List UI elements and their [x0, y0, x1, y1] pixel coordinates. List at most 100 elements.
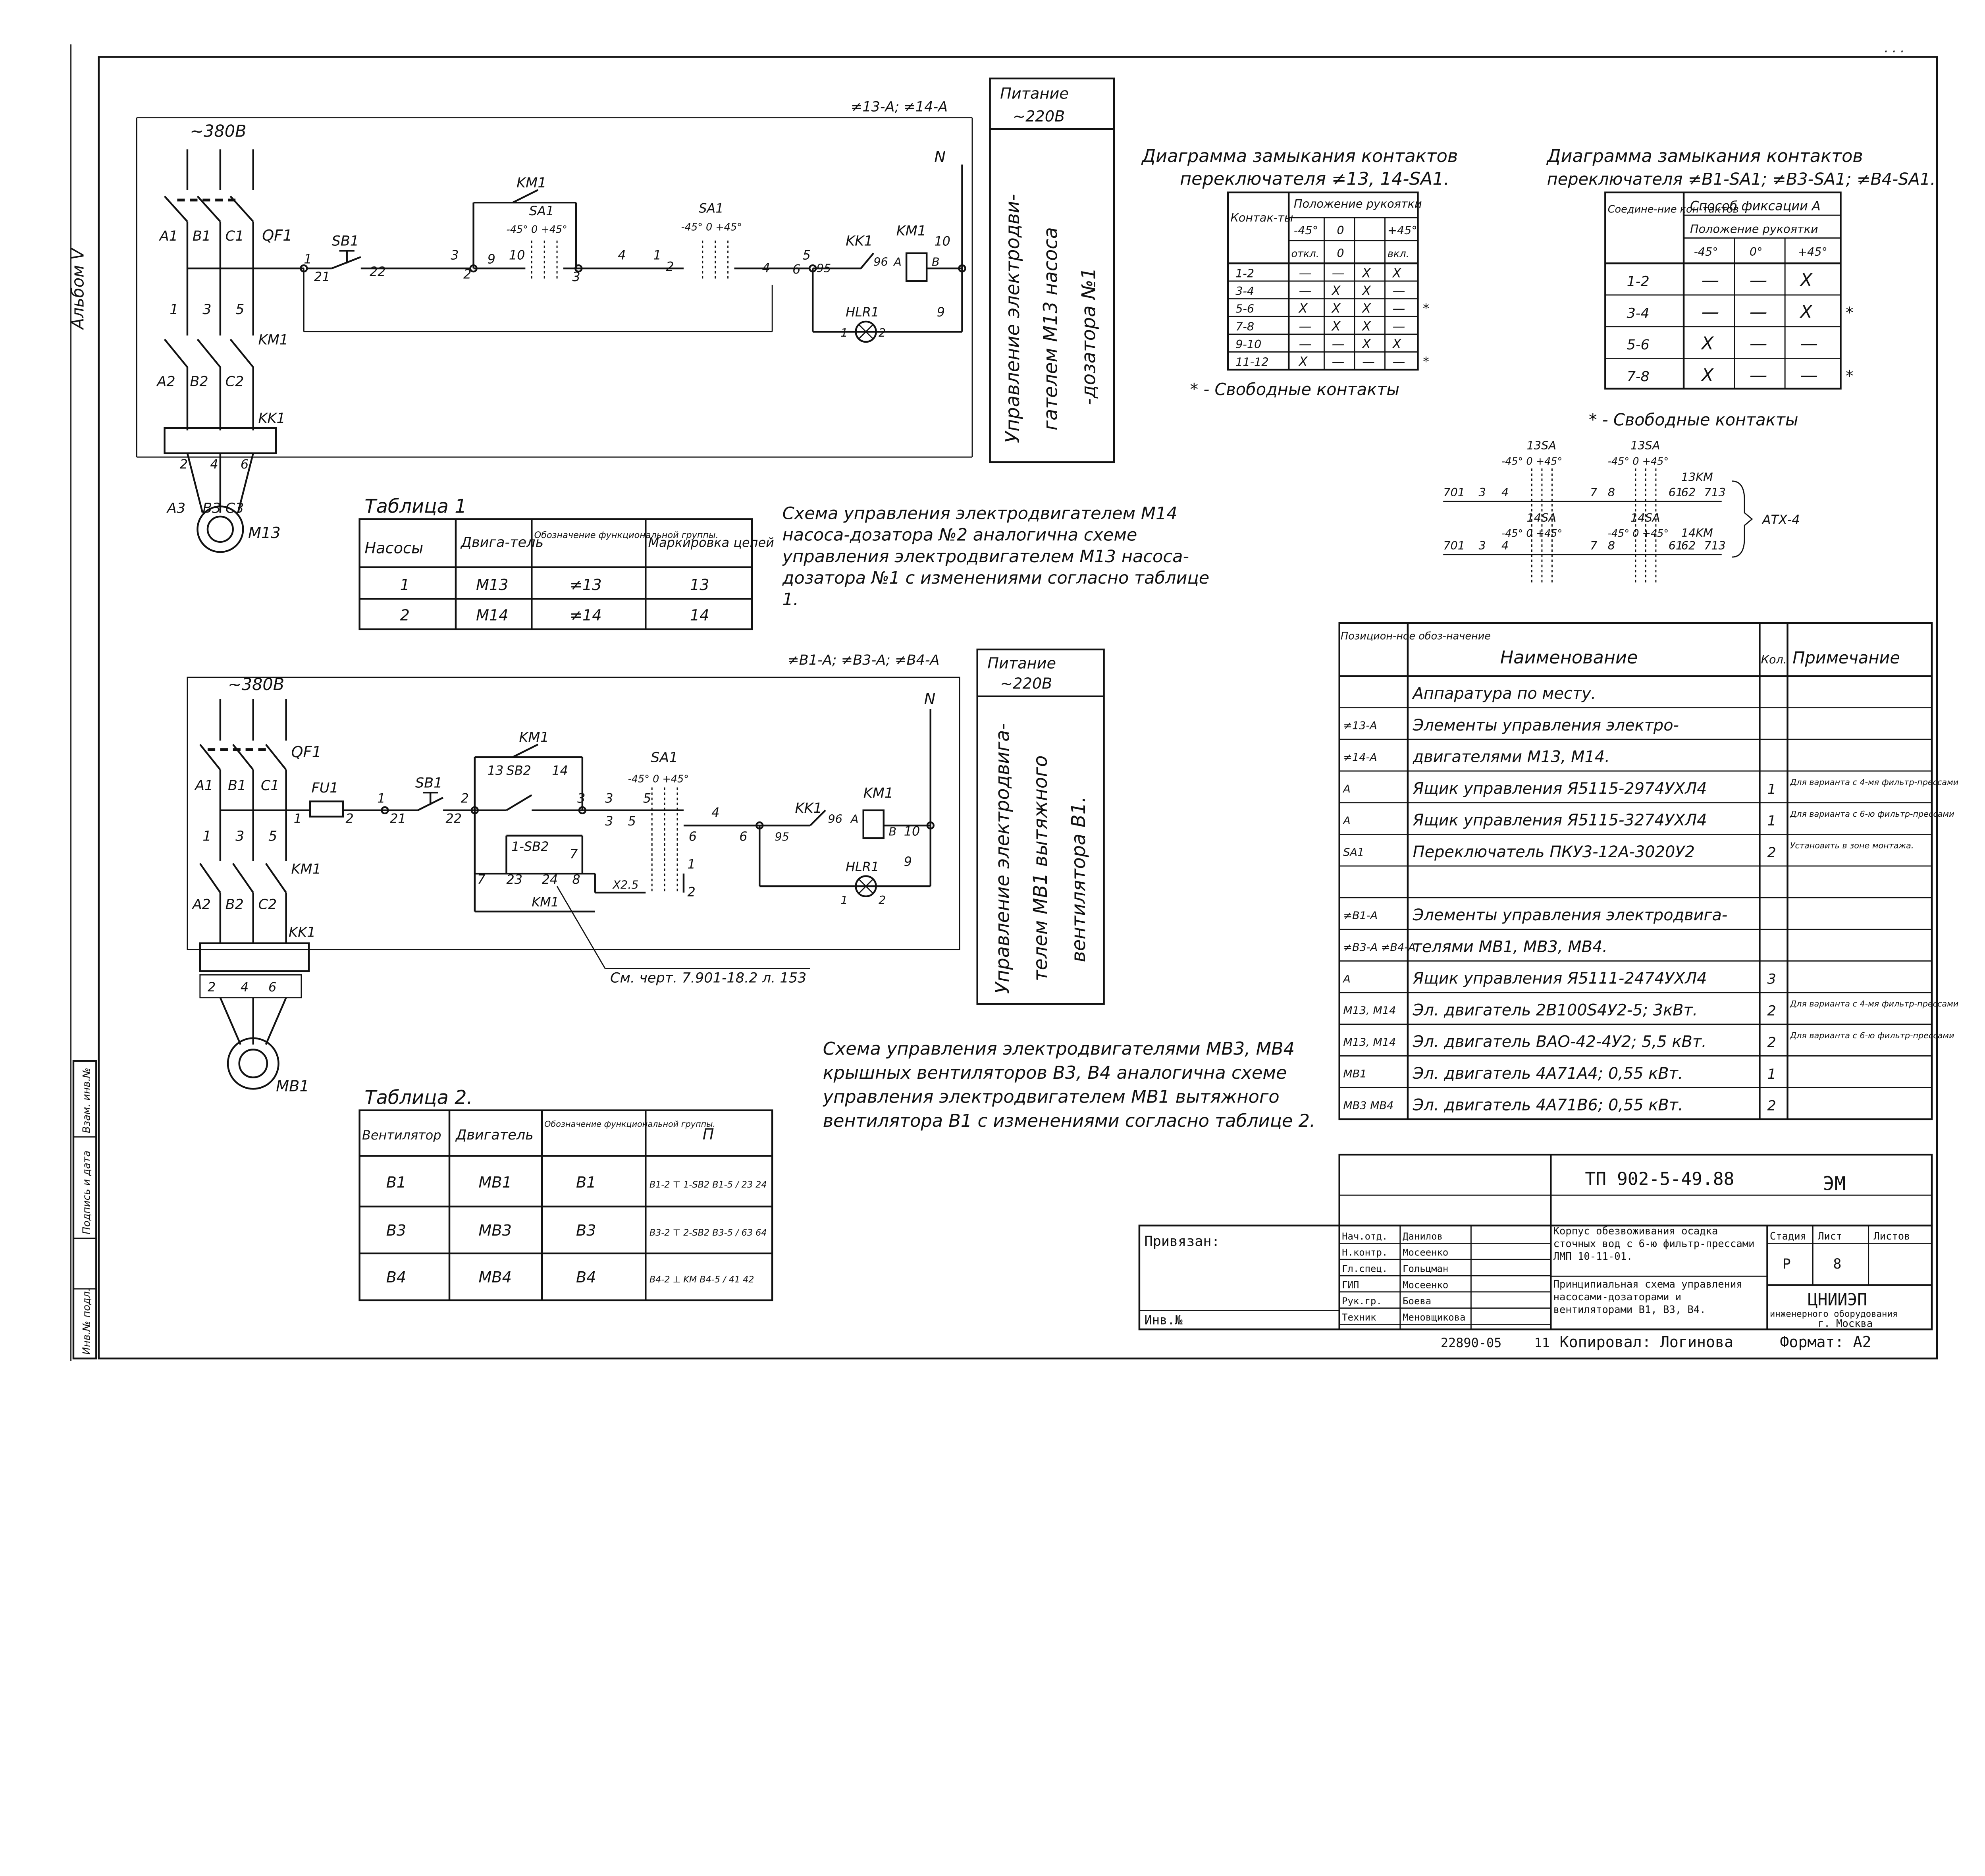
s2-c2: C2 — [258, 897, 277, 913]
atx-r1-8: -45° 0 +45° — [1608, 455, 1669, 467]
s2-n21: 21 — [390, 811, 406, 826]
tb-org-1: ЦНИИЭП — [1808, 1290, 1867, 1309]
d1-contact: 9-10 — [1235, 337, 1261, 351]
t2-r0c3: B1-2 ⊤ 1-SB2 B1-5 / 23 24 — [649, 1180, 767, 1190]
tb-name: Данилов — [1403, 1231, 1443, 1242]
d2-h2: Положение рукоятки — [1690, 222, 1818, 236]
atx-r2-0: 701 — [1443, 539, 1465, 552]
scheme1-side-2: гателем М13 насоса — [1040, 227, 1062, 430]
d2-h3: -45° — [1694, 245, 1718, 258]
t1-h3: Маркировка цепей — [648, 535, 774, 550]
album-label: Альбом V — [68, 247, 87, 330]
s1-motor-icon — [197, 505, 244, 553]
s2-lamp-icon — [855, 875, 877, 897]
spec-qty: 1 — [1767, 813, 1776, 829]
t2-r1c2: В3 — [576, 1222, 596, 1240]
s2-c1: C1 — [261, 777, 279, 794]
s1-km1a: KM1 — [516, 175, 547, 191]
d2-h0: Соедине-ние кон-тактов — [1608, 204, 1739, 216]
tb-org-2: инженерного оборудования — [1770, 1309, 1898, 1319]
d2-cell: X — [1701, 333, 1714, 354]
s2-n6: 6 — [689, 829, 697, 844]
atx-r2-10: 14KM — [1681, 526, 1713, 540]
spec-h1: Наименование — [1500, 647, 1638, 668]
s1-nb: B — [932, 255, 940, 269]
s1-n5: 5 — [803, 248, 811, 263]
tb-name: Гольцман — [1403, 1263, 1448, 1274]
s1-t5: 5 — [235, 301, 244, 318]
s2-sb2: SB2 — [507, 763, 531, 778]
d1-cell: — — [1393, 318, 1405, 334]
note-2: Схема управления электродвигателями МВ3,… — [823, 1039, 1316, 1132]
t2-r1c3: B3-2 ⊤ 2-SB2 B3-5 / 63 64 — [649, 1228, 767, 1238]
atx-r2-9: 61 — [1669, 539, 1683, 552]
scheme1-ref: ≠13-А; ≠14-А — [851, 99, 948, 115]
s1-n96: 96 — [873, 255, 888, 269]
atx-label: АТХ-4 — [1761, 512, 1800, 527]
s1-motor: M13 — [248, 524, 281, 542]
atx-r1-11: 62 — [1681, 486, 1696, 499]
s2-n1c: 1 — [688, 857, 696, 872]
s1-c1: C1 — [225, 228, 244, 244]
d1-cell: — — [1332, 354, 1345, 369]
tb-role: Нач.отд. — [1342, 1231, 1388, 1242]
t2-r1c0: В3 — [386, 1222, 407, 1240]
spec-qty: 2 — [1767, 1034, 1776, 1051]
contact-diagram-1: Диаграмма замыкания контактов переключат… — [1141, 146, 1458, 399]
s2-n3c: 3 — [605, 814, 613, 829]
d1-cell: X — [1361, 283, 1371, 298]
s2-sb1: SB1 — [415, 775, 443, 791]
spec-name: телями МВ1, МВ3, МВ4. — [1413, 938, 1607, 956]
s2-ref-note: См. черт. 7.901-18.2 л. 153 — [610, 970, 806, 986]
d1-h0: Контак-ты — [1230, 211, 1293, 224]
s1-hl-1: 1 — [840, 326, 848, 339]
s2-b-t4: 4 — [241, 979, 249, 995]
scheme1-side-1: Управление электродви- — [1002, 194, 1024, 443]
d1-cell: X — [1361, 336, 1371, 351]
spec-qty: 2 — [1767, 844, 1776, 861]
d1-cell: X — [1331, 318, 1341, 334]
s2-t5: 5 — [268, 828, 277, 844]
scheme2-ref: ≠B1-А; ≠B3-А; ≠B4-А — [787, 652, 939, 668]
spec-pos: А — [1342, 783, 1351, 795]
spec-name: Элементы управления электродвига- — [1413, 906, 1728, 924]
t2-r0c1: МВ1 — [478, 1174, 512, 1192]
atx-r1-4: -45° 0 +45° — [1501, 455, 1562, 467]
s2-hl-1: 1 — [840, 893, 848, 907]
table1-title: Таблица 1 — [364, 496, 466, 517]
d1-cell: X — [1298, 301, 1308, 316]
s1-n3a: 3 — [451, 248, 459, 263]
s2-n7: 7 — [570, 846, 578, 862]
s2-n23: 23 — [507, 872, 523, 887]
t1-r0c1: М13 — [476, 576, 509, 594]
spec-pos: А — [1342, 973, 1351, 985]
atx-r1-1: 3 — [1478, 486, 1486, 499]
s2-n7b: 7 — [477, 872, 485, 887]
d1-cell: — — [1393, 354, 1405, 369]
tb-inv: Инв.№ — [1145, 1312, 1183, 1327]
doc-mark: ЭМ — [1823, 1173, 1846, 1195]
d1-cell: — — [1393, 301, 1405, 316]
tb-role: Техник — [1342, 1312, 1376, 1323]
tb-role: ГИП — [1342, 1279, 1359, 1290]
spec-table: Позицион-ное обоз-начение Наименование К… — [1338, 622, 1958, 1120]
d2-h5: +45° — [1798, 245, 1827, 258]
d2-h1: Способ фиксации А — [1690, 198, 1821, 213]
t1-r1c1: М14 — [476, 607, 509, 625]
s1-sa1b: SA1 — [699, 201, 723, 216]
d1-cell: X — [1331, 283, 1341, 298]
s2-sb2b: 1-SB2 — [511, 839, 549, 854]
s2-a2: A2 — [192, 897, 211, 913]
drawing-sheet: · · · Альбом V Инв.№ подл. Подпись и дат… — [68, 44, 1958, 1361]
d2-cell: — — [1702, 301, 1719, 322]
tb-org-3: г. Москва — [1818, 1318, 1873, 1330]
s1-n21: 21 — [314, 269, 330, 284]
d1-cell: — — [1299, 283, 1312, 298]
s1-angles-b: -45° 0 +45° — [681, 221, 742, 233]
table-1: Таблица 1 Насосы Двига-тель Обозначение … — [358, 496, 774, 630]
doc-code: ТП 902-5-49.88 — [1585, 1169, 1734, 1190]
tb-sheets-h: Листов — [1873, 1230, 1910, 1242]
d1-h1: Положение рукоятки — [1294, 197, 1422, 210]
atx-r1-2: 4 — [1501, 486, 1509, 499]
s2-n10: 10 — [904, 824, 920, 839]
